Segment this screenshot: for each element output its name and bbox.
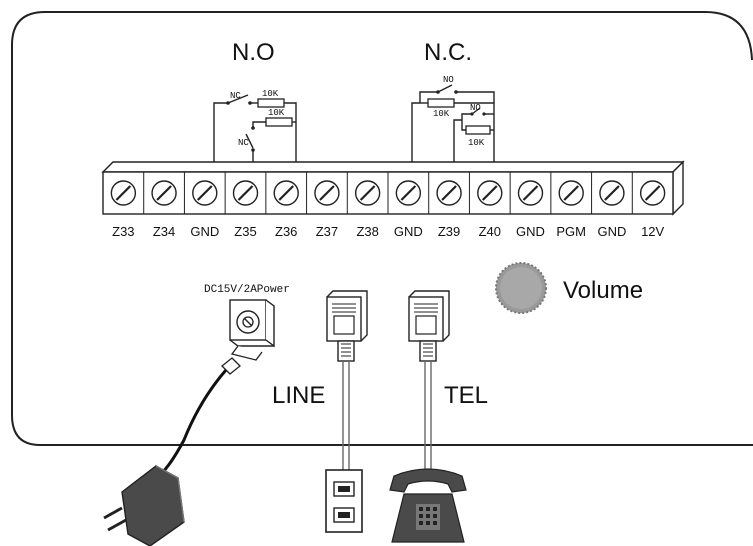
- no-res1-label: 10K: [262, 89, 279, 99]
- terminal-label: Z40: [479, 224, 501, 239]
- no-circuit: NC 10K 10K NC: [213, 89, 297, 162]
- terminal-label: Z39: [438, 224, 460, 239]
- no-switch2-label: NC: [238, 138, 249, 148]
- no-switch1-label: NC: [230, 91, 241, 101]
- terminal-label: 12V: [641, 224, 664, 239]
- terminal-screw: [151, 180, 177, 206]
- terminal-screw: [232, 180, 259, 206]
- wall-socket-icon: [325, 469, 363, 533]
- nc-circuit: NO 10K NO 10K: [411, 75, 495, 162]
- nc-switch1-label: NO: [443, 75, 454, 85]
- power-jack: DC15V/2APower: [155, 284, 290, 480]
- terminal-label: GND: [597, 224, 626, 239]
- terminal-screw: [395, 180, 422, 206]
- tel-jack: [408, 290, 450, 478]
- terminal-label: Z38: [356, 224, 378, 239]
- line-label: LINE: [272, 382, 325, 409]
- nc-group-label: N.C.: [424, 39, 472, 66]
- volume-knob[interactable]: [495, 262, 547, 314]
- power-label: DC15V/2APower: [204, 284, 290, 296]
- terminal-screw: [354, 180, 381, 206]
- volume-label: Volume: [563, 277, 643, 304]
- terminal-screw: [558, 180, 584, 206]
- terminal-screw: [314, 180, 340, 206]
- terminal-label: GND: [190, 224, 219, 239]
- terminal-label: GND: [516, 224, 545, 239]
- terminal-screw: [192, 180, 218, 206]
- power-adapter: [103, 465, 185, 546]
- terminal-screw: [517, 180, 544, 206]
- tel-label: TEL: [444, 382, 488, 409]
- terminal-label: Z37: [316, 224, 338, 239]
- nc-res2-label: 10K: [468, 138, 485, 148]
- terminal-screw: [639, 180, 666, 206]
- telephone-icon: [389, 468, 467, 543]
- terminal-label: Z33: [112, 224, 134, 239]
- line-jack: [326, 290, 368, 470]
- terminal-block: [101, 160, 685, 216]
- nc-switch2-label: NO: [470, 103, 481, 113]
- terminal-screw: [110, 180, 137, 206]
- terminal-screw: [477, 180, 503, 206]
- terminal-label: Z35: [234, 224, 256, 239]
- terminal-screw: [436, 180, 462, 206]
- terminal-screw: [599, 180, 625, 206]
- terminal-label: PGM: [556, 224, 586, 239]
- no-group-label: N.O: [232, 39, 275, 66]
- terminal-label: Z34: [153, 224, 175, 239]
- no-res2-label: 10K: [268, 108, 285, 118]
- panel-outline: [11, 11, 753, 446]
- terminal-label: GND: [394, 224, 423, 239]
- terminal-label: Z36: [275, 224, 297, 239]
- nc-res1-label: 10K: [433, 109, 450, 119]
- terminal-screw: [273, 180, 299, 206]
